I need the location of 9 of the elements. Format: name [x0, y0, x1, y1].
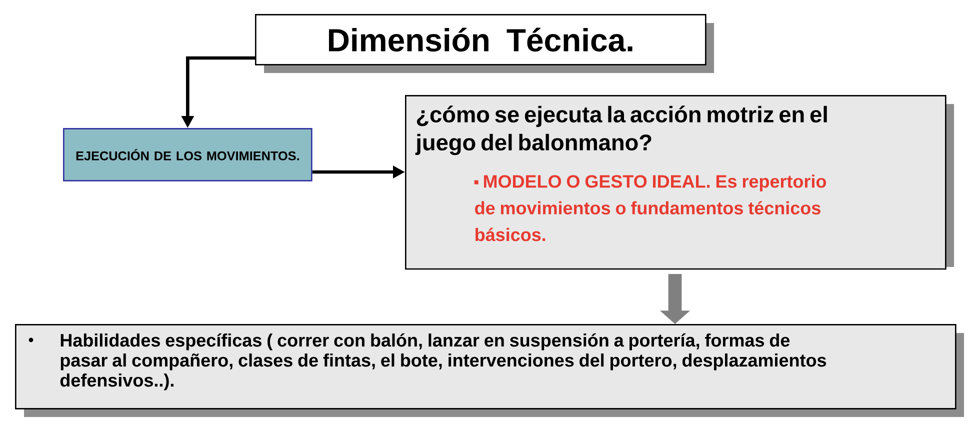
question-text: ¿cómo se ejecuta la acción motriz en el juego del balonmano?	[415, 106, 827, 156]
title-text: Dimensión Técnica.	[328, 28, 632, 52]
bullet-text: Habilidades específicas ( correr con balón, lanzar en suspensión a portería, formas de pasar al compañero, clases de fintas, el bote, intervenciones del portero, desplazamientos defensivos..).	[60, 333, 826, 390]
question-box	[405, 95, 954, 270]
text-box	[15, 324, 964, 417]
process-box	[63, 128, 312, 182]
box-label: EJECUCIÓN DE LOS MOVIMIENTOS.	[76, 149, 299, 160]
title-box	[255, 14, 714, 73]
bullet-text: MODELO O GESTO IDEAL. Es repertorio de movimientos o fundamentos técnicos básicos.	[474, 174, 826, 242]
